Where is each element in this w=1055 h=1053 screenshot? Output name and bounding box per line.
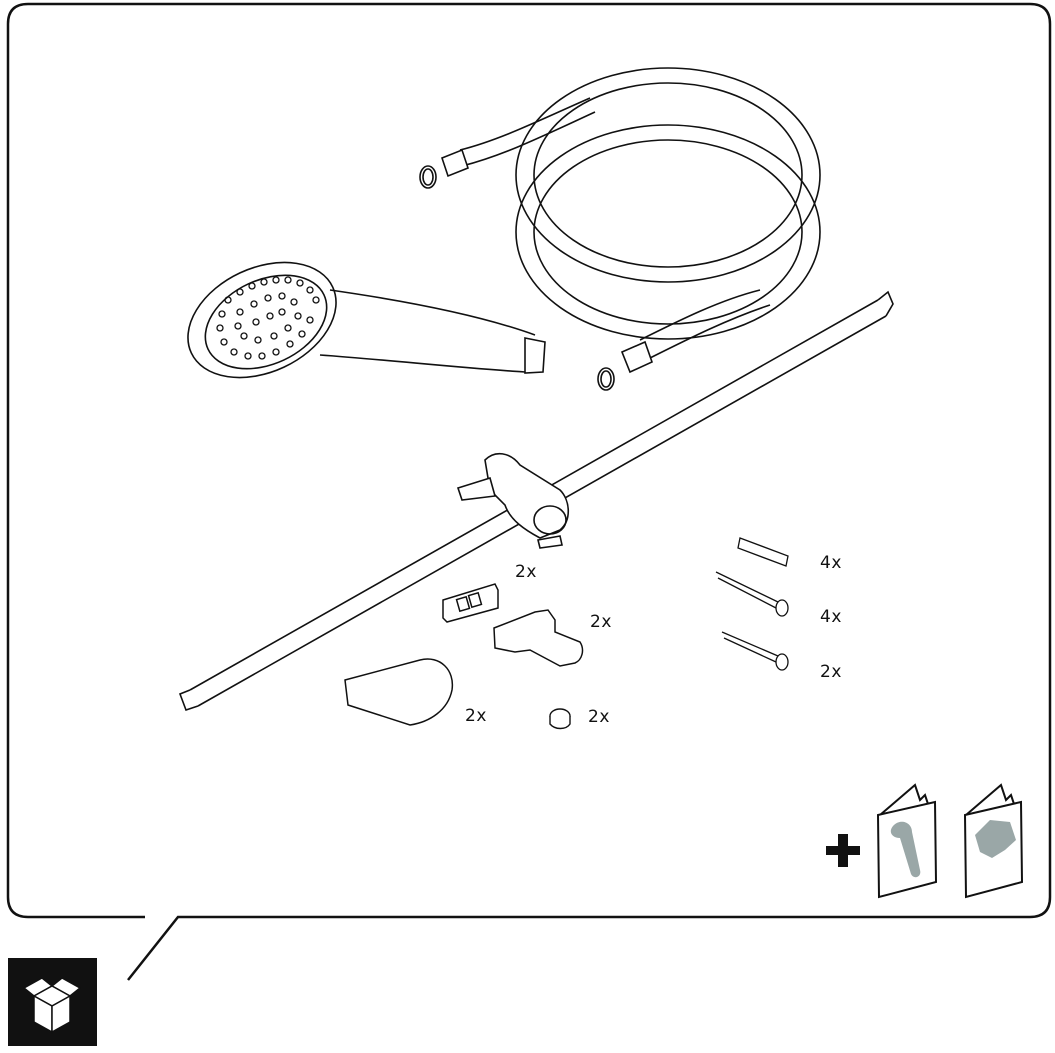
quantity-cover-cap: 2x: [588, 707, 610, 727]
wrench-icon: [890, 821, 921, 878]
rail-bracket: [493, 609, 584, 667]
bracket-cover: [344, 658, 454, 726]
slide-rail: [178, 290, 894, 712]
wall-plug: [737, 537, 789, 567]
quantity-wall-bracket-plate: 2x: [515, 562, 537, 582]
installation-manual-icon: [876, 783, 938, 899]
wall-bracket-plate: [442, 583, 499, 623]
quantity-short-screw: 2x: [820, 662, 842, 682]
shower-hose: [419, 67, 821, 391]
quantity-bracket-cover: 2x: [465, 706, 487, 726]
short-screw: [721, 631, 789, 671]
quantity-rail-bracket: 2x: [590, 612, 612, 632]
quantity-long-screw: 4x: [820, 607, 842, 627]
open-box-icon: [8, 958, 97, 1046]
plus-icon: [826, 834, 860, 867]
cover-cap: [549, 708, 571, 730]
long-screw: [715, 571, 789, 617]
care-manual-icon: [963, 783, 1024, 899]
cleaning-hand-icon: [975, 820, 1016, 858]
hand-shower: [187, 261, 546, 379]
callout-frame: [6, 2, 1052, 981]
quantity-wall-plug: 4x: [820, 553, 842, 573]
